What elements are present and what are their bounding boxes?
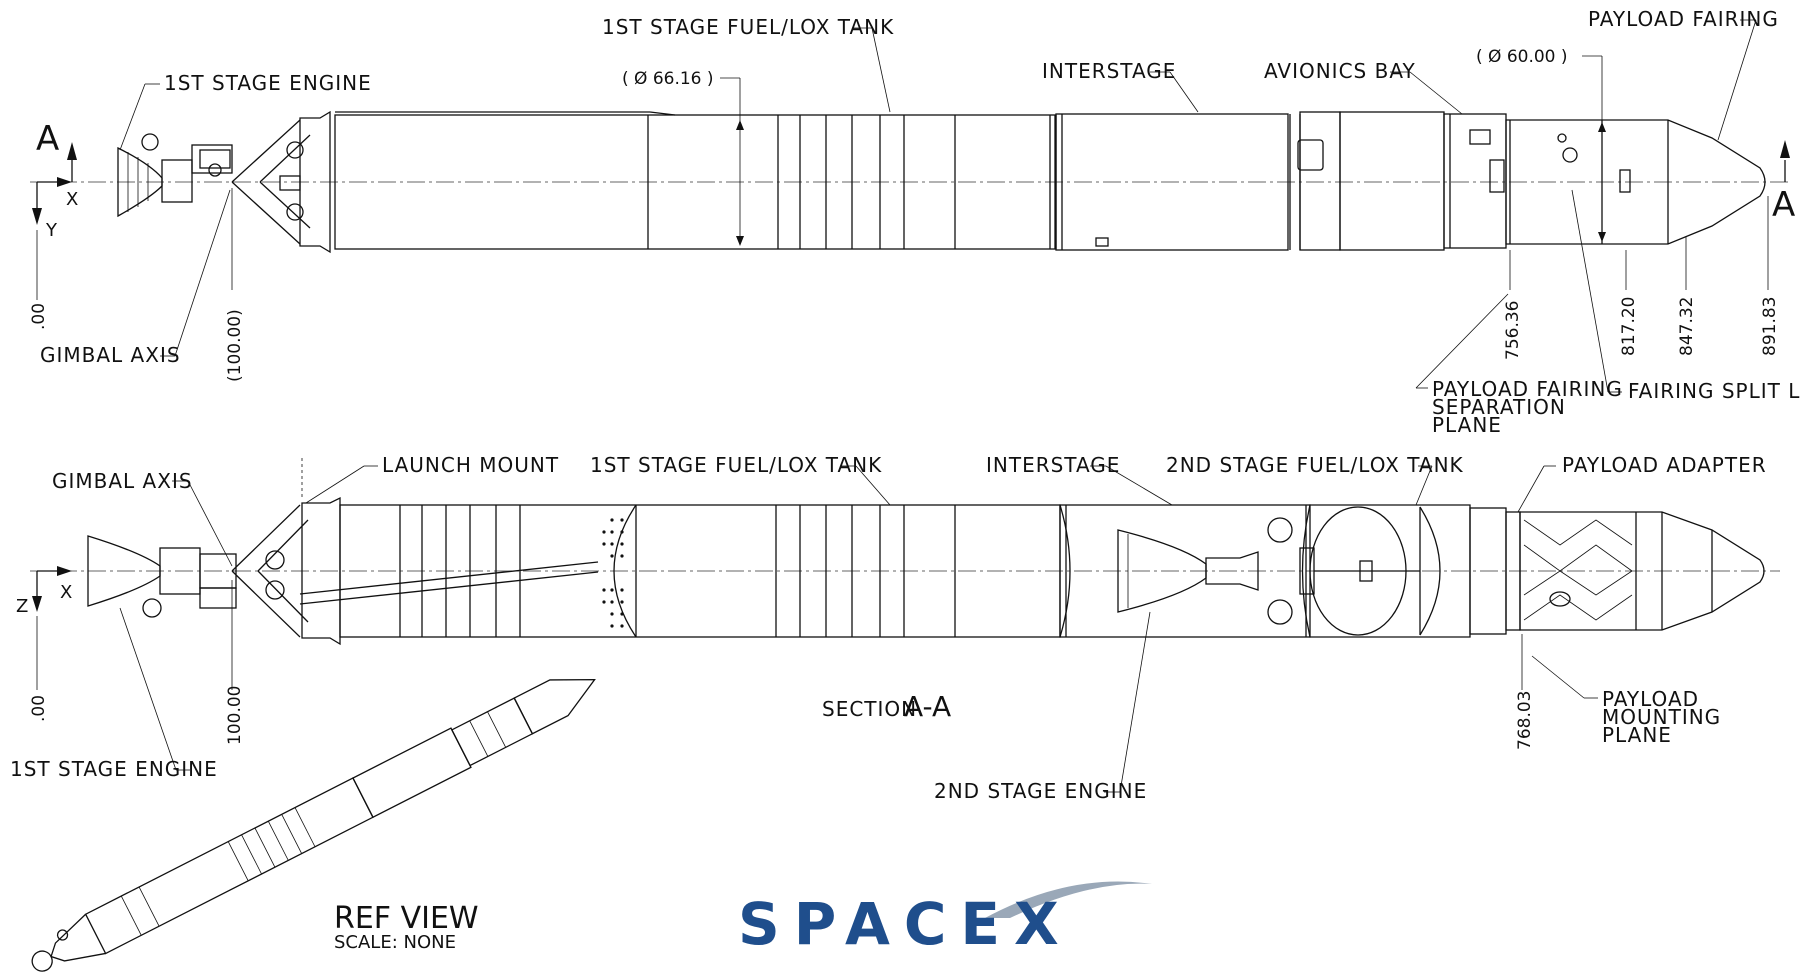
label-first-stage-engine-section: 1ST STAGE ENGINE [10, 757, 218, 781]
section-first-stage-tank [299, 504, 1071, 638]
ref-view-drawing [31, 678, 596, 972]
ref-view-scale: SCALE: NONE [334, 932, 456, 953]
section-title-letters: A-A [904, 690, 951, 723]
top-dim-gimbal: (100.00) [225, 309, 245, 382]
top-avionics-bay [1339, 111, 1507, 251]
top-tank-diameter-dim: ( Ø 66.16 ) [622, 69, 744, 246]
section-view: X Z [10, 453, 1780, 803]
label-second-stage-tank: 2ND STAGE FUEL/LOX TANK [1166, 453, 1464, 477]
section-marker-right: A [1772, 140, 1795, 225]
label-interstage-section: INTERSTAGE [986, 453, 1120, 477]
axis-z-label-section: Z [16, 596, 28, 617]
top-first-stage-tank [334, 111, 1057, 250]
ref-view-title: REF VIEW [334, 901, 479, 936]
spacex-logo: SPACEX [738, 881, 1152, 958]
section-marker-left: A [36, 119, 77, 182]
section-first-stage-engine [87, 535, 237, 618]
section-dim-gimbal: 100.00 [225, 686, 245, 745]
top-fairing-diameter-dim: ( Ø 60.00 ) [1476, 47, 1606, 242]
label-payload-mounting-1: PAYLOAD [1602, 687, 1699, 711]
top-dim-split-start: 817.20 [1619, 297, 1639, 356]
axis-x-label: X [66, 189, 78, 210]
label-payload-mounting-3: PLANE [1602, 723, 1672, 747]
section-dim-origin: .00 [29, 695, 49, 722]
section-thrust-structure [231, 496, 341, 646]
section-title-prefix: SECTION [822, 697, 917, 721]
section-marker-left-label: A [36, 119, 59, 159]
top-dim-sep-plane: 756.36 [1503, 301, 1523, 360]
fairing-diameter-label: ( Ø 60.00 ) [1476, 47, 1568, 67]
top-first-stage-engine [117, 133, 233, 218]
section-marker-right-label: A [1772, 185, 1795, 225]
label-gimbal-axis-section: GIMBAL AXIS [52, 469, 193, 493]
section-axis-triad: X Z [16, 566, 72, 617]
section-payload-fairing [1469, 507, 1765, 635]
spacex-logo-text: SPACEX [738, 890, 1073, 958]
label-payload-adapter: PAYLOAD ADAPTER [1562, 453, 1767, 477]
label-payload-fairing-top: PAYLOAD FAIRING [1588, 7, 1779, 31]
label-gimbal-axis-top: GIMBAL AXIS [40, 343, 181, 367]
label-interstage-top: INTERSTAGE [1042, 59, 1176, 83]
top-thrust-structure [231, 110, 331, 254]
top-dim-split-end: 847.32 [1677, 297, 1697, 356]
top-interstage [1055, 111, 1341, 251]
axis-y-label: Y [45, 220, 58, 241]
label-first-stage-tank-top: 1ST STAGE FUEL/LOX TANK [602, 15, 894, 39]
top-dim-tip: 891.83 [1760, 297, 1780, 356]
tank-diameter-label: ( Ø 66.16 ) [622, 69, 714, 89]
label-payload-fairing-sep-1: PAYLOAD FAIRING [1432, 377, 1623, 401]
label-fairing-split-line: FAIRING SPLIT LINE [1628, 379, 1800, 403]
top-axis-triad: X Y [32, 177, 78, 241]
label-payload-mounting-2: MOUNTING [1602, 705, 1721, 729]
label-first-stage-engine-top: 1ST STAGE ENGINE [164, 71, 372, 95]
top-dim-origin: .00 [29, 303, 49, 330]
label-first-stage-tank-section: 1ST STAGE FUEL/LOX TANK [590, 453, 882, 477]
label-second-stage-engine: 2ND STAGE ENGINE [934, 779, 1147, 803]
section-dim-mounting: 768.03 [1515, 691, 1535, 750]
label-payload-fairing-sep-2: SEPARATION [1432, 395, 1566, 419]
section-second-stage-tank [1301, 504, 1471, 638]
label-launch-mount: LAUNCH MOUNT [382, 453, 559, 477]
label-payload-fairing-sep-3: PLANE [1432, 413, 1502, 437]
top-view: X Y A A [29, 7, 1800, 437]
label-avionics-bay-top: AVIONICS BAY [1264, 59, 1416, 83]
axis-x-label-section: X [60, 582, 72, 603]
